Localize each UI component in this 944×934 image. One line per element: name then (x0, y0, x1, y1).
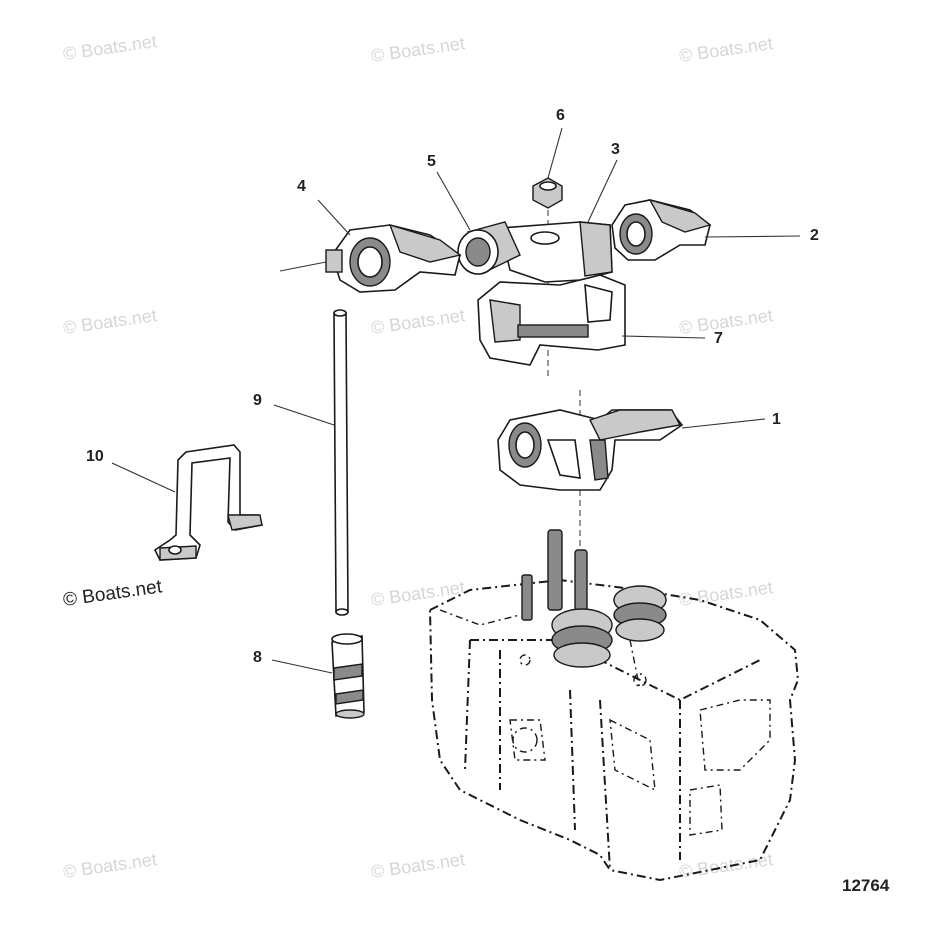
leader-lines (111, 127, 801, 674)
hydraulic-lifter (331, 633, 365, 719)
nut (532, 177, 563, 209)
callout-3[interactable]: 3 (611, 141, 620, 158)
callout-4[interactable]: 4 (297, 178, 306, 195)
callout-7[interactable]: 7 (714, 330, 723, 347)
cylinder-head (428, 578, 800, 882)
pivot-bushing (457, 221, 521, 275)
watermark: © Boats.net (370, 305, 466, 338)
watermark: © Boats.net (678, 577, 774, 610)
watermark: © Boats.net (62, 305, 158, 338)
watermark: © Boats.net (62, 31, 158, 64)
watermark: © Boats.net (370, 33, 466, 66)
watermark: © Boats.net (62, 849, 158, 882)
lifter-retainer (153, 444, 264, 561)
rocker-pedestal (499, 221, 613, 283)
watermark: © Boats.net (370, 577, 466, 610)
callout-9[interactable]: 9 (253, 392, 262, 409)
callout-2[interactable]: 2 (810, 227, 819, 244)
watermark: © Boats.net (678, 33, 774, 66)
watermark-dark: © Boats.net (62, 576, 164, 611)
rocker-arm-right (611, 198, 712, 261)
callout-8[interactable]: 8 (253, 649, 262, 666)
watermarks: © Boats.net © Boats.net © Boats.net © Bo… (62, 31, 774, 882)
callouts: 1 2 3 4 5 6 7 8 9 10 (86, 107, 819, 666)
valve-springs (521, 529, 667, 668)
callout-1[interactable]: 1 (772, 411, 781, 428)
watermark: © Boats.net (678, 305, 774, 338)
rocker-arm-left (325, 223, 462, 293)
rocker-guide-bracket (477, 274, 626, 366)
callout-6[interactable]: 6 (556, 107, 565, 124)
figure-number: 12764 (842, 876, 890, 895)
watermark: © Boats.net (678, 849, 774, 882)
callout-5[interactable]: 5 (427, 153, 436, 170)
callout-10[interactable]: 10 (86, 448, 104, 465)
watermark: © Boats.net (370, 849, 466, 882)
rocker-arm-assembly (497, 409, 684, 491)
push-rod (333, 309, 349, 616)
